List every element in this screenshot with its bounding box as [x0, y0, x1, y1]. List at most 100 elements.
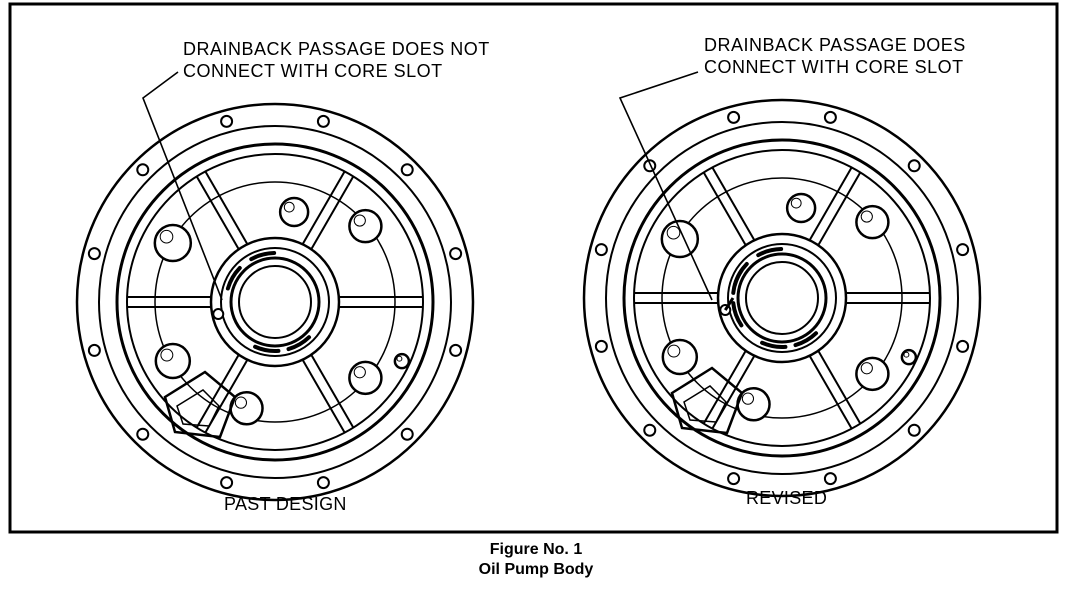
hub-bore	[745, 261, 819, 335]
body-step-ring	[661, 177, 903, 419]
core-slot	[760, 340, 788, 349]
passage-boss	[855, 356, 890, 392]
hub-flange	[220, 247, 330, 357]
body-outer-ring	[115, 142, 435, 462]
outer-flange-ring	[75, 102, 475, 502]
flange-inner-edge	[605, 121, 959, 475]
core-slot	[253, 344, 281, 353]
bolt-hole	[823, 472, 837, 486]
figure-number: Figure No. 1	[489, 541, 583, 558]
bolt-hole	[136, 163, 150, 177]
rib-spoke	[817, 350, 862, 425]
passage-boss	[348, 208, 383, 244]
hub-bore-ring	[229, 256, 321, 348]
bolt-hole	[316, 476, 330, 490]
right-callout-line2: CONNECT WITH CORE SLOT	[704, 57, 964, 77]
rib-spoke	[301, 359, 346, 434]
rib-spoke	[195, 175, 240, 250]
right-callout-leader	[618, 71, 713, 301]
boss-highlight	[283, 201, 295, 213]
body-rim	[126, 153, 424, 451]
drainback-passage	[212, 308, 225, 321]
cast-pocket	[163, 370, 237, 439]
rib-spoke	[195, 354, 240, 429]
bolt-hole	[400, 163, 414, 177]
figure-caption: Figure No. 1 Oil Pump Body	[0, 540, 1072, 580]
passage-boss	[661, 338, 699, 376]
cast-pocket-inner	[176, 389, 220, 427]
passage-boss	[785, 192, 817, 224]
hub-flange	[727, 243, 837, 353]
boss-highlight	[666, 225, 681, 240]
bolt-hole	[727, 110, 741, 124]
passage-boss	[348, 360, 383, 396]
bolt-hole	[956, 243, 970, 257]
rib-spoke	[808, 355, 853, 430]
passage-boss	[278, 196, 310, 228]
drainback-connection	[724, 297, 735, 311]
cast-pocket-inner	[683, 385, 727, 423]
hub-outer	[209, 236, 341, 368]
rib-spoke	[310, 354, 355, 429]
core-slot	[249, 251, 277, 262]
boss-highlight	[860, 210, 873, 223]
boss-highlight	[667, 344, 681, 358]
left-callout-leader	[142, 71, 223, 301]
boss-highlight	[396, 355, 403, 362]
oil-pump-body-revised	[582, 98, 982, 498]
revised-label: REVISED	[746, 488, 828, 508]
bolt-hole	[449, 247, 463, 261]
rib-spoke	[702, 350, 747, 425]
passage-boss	[660, 219, 700, 259]
bolt-hole	[594, 339, 608, 353]
boss-highlight	[234, 396, 248, 409]
core-slot	[731, 301, 744, 328]
rib-spoke	[817, 171, 862, 246]
rib-spoke	[808, 166, 853, 241]
body-rim	[633, 149, 931, 447]
cast-pocket	[670, 366, 744, 435]
boss-highlight	[353, 214, 366, 227]
bolt-hole	[907, 423, 921, 437]
boss-highlight	[860, 362, 873, 375]
bolt-hole	[823, 110, 837, 124]
bolt-hole	[400, 427, 414, 441]
right-callout-text: DRAINBACK PASSAGE DOES CONNECT WITH CORE…	[704, 34, 966, 78]
body-step-ring	[154, 181, 396, 423]
boss-highlight	[353, 366, 366, 379]
figure-frame	[8, 2, 1059, 534]
bolt-hole	[643, 423, 657, 437]
bolt-hole	[136, 427, 150, 441]
bolt-hole	[907, 159, 921, 173]
right-callout-line1: DRAINBACK PASSAGE DOES	[704, 35, 966, 55]
passage-boss	[153, 223, 193, 263]
figure-title: Oil Pump Body	[478, 561, 594, 578]
outer-flange-ring	[582, 98, 982, 498]
bolt-hole	[594, 243, 608, 257]
core-slot	[225, 265, 242, 291]
hub-bore-ring	[736, 252, 828, 344]
core-slot	[756, 247, 784, 258]
bolt-hole	[220, 476, 234, 490]
left-callout-text: DRAINBACK PASSAGE DOES NOT CONNECT WITH …	[183, 38, 490, 82]
hub-outer	[716, 232, 848, 364]
bolt-hole	[449, 343, 463, 357]
left-callout-line2: CONNECT WITH CORE SLOT	[183, 61, 443, 81]
bolt-hole	[87, 343, 101, 357]
boss-highlight	[741, 392, 755, 405]
left-callout-line1: DRAINBACK PASSAGE DOES NOT	[183, 39, 490, 59]
bolt-hole	[220, 114, 234, 128]
rib-spoke	[310, 175, 355, 250]
passage-boss	[855, 204, 890, 240]
boss-highlight	[903, 351, 910, 358]
passage-boss	[393, 352, 411, 370]
bolt-hole	[727, 472, 741, 486]
past-design-label: PAST DESIGN	[224, 494, 347, 514]
bolt-hole	[87, 247, 101, 261]
passage-boss	[154, 342, 192, 380]
rib-spoke	[301, 170, 346, 245]
oil-pump-body-past-design	[75, 102, 475, 502]
core-slot	[286, 335, 312, 352]
boss-highlight	[159, 229, 174, 244]
flange-inner-edge	[98, 125, 452, 479]
